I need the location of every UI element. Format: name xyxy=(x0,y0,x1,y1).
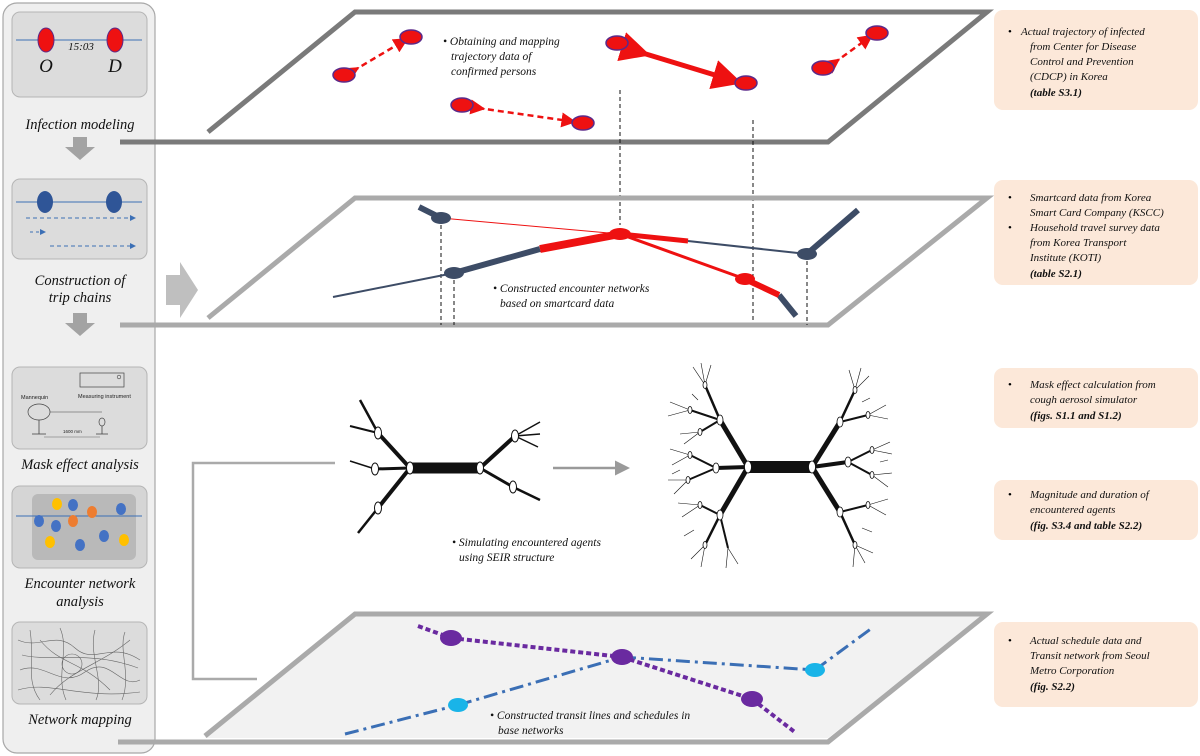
infection-trajectory-layer: • Obtaining and mapping trajectory data … xyxy=(120,9,995,325)
source-cdcp-line-3: Control and Prevention xyxy=(1030,56,1134,68)
source-mask-ref: (figs. S1.1 and S1.2) xyxy=(1030,410,1122,422)
encounter-note-1: • Constructed encounter networks xyxy=(493,283,650,295)
svg-text:•: • xyxy=(1008,489,1012,501)
source-cdcp-line-1: Actual trajectory of infected xyxy=(1020,26,1145,38)
source-cdcp-line-2: from Center for Disease xyxy=(1030,41,1136,53)
seir-note-2: using SEIR structure xyxy=(459,552,554,564)
svg-text:•: • xyxy=(1008,26,1012,38)
seir-simulation-layer: • Simulating encountered agents using SE… xyxy=(191,362,893,681)
transit-note-2: base networks xyxy=(498,725,564,737)
source-koti-line-3: Institute (KOTI) xyxy=(1029,252,1102,264)
distance-label: 1600 mm xyxy=(63,429,82,434)
workflow-sidebar: O D 15:03 Mannequin Measuring instrument xyxy=(2,2,156,754)
source-mask-line-2: cough aerosol simulator xyxy=(1030,394,1138,406)
source-smartcard-line-1: Smartcard data from Korea xyxy=(1030,192,1152,204)
step-label-infection-modeling: Infection modeling xyxy=(24,117,134,133)
source-metro-line-3: Metro Corporation xyxy=(1029,665,1115,677)
source-smartcard-ref: (table S2.1) xyxy=(1030,268,1082,280)
step-label-network-mapping: Network mapping xyxy=(27,712,132,728)
data-source-panels: • Actual trajectory of infected from Cen… xyxy=(994,10,1198,707)
instrument-label: Measuring instrument xyxy=(78,394,131,400)
agent-dots-icon xyxy=(11,485,148,569)
step-label-trip-chains-1: Construction of xyxy=(35,273,128,289)
source-box-cdcp xyxy=(994,10,1198,110)
source-cdcp-line-4: (CDCP) in Korea xyxy=(1030,71,1108,83)
mask-experiment-icon: Mannequin Measuring instrument 1600 mm xyxy=(11,366,148,450)
source-encounter-line-2: encountered agents xyxy=(1030,504,1115,516)
svg-text:•: • xyxy=(1008,222,1012,234)
source-encounter-ref: (fig. S3.4 and table S2.2) xyxy=(1030,520,1142,532)
svg-text:•: • xyxy=(1008,635,1012,647)
large-encounter-tree xyxy=(667,362,893,569)
seir-connector xyxy=(191,461,335,681)
od-trip-icon: O D 15:03 xyxy=(11,11,148,98)
source-cdcp-ref: (table S3.1) xyxy=(1030,87,1082,99)
origin-label: O xyxy=(39,56,53,77)
source-encounter-line-1: Magnitude and duration of xyxy=(1029,489,1151,501)
step-label-encounter-1: Encounter network xyxy=(24,576,136,592)
smartcard-encounter-layer: • Constructed encounter networks based o… xyxy=(120,195,995,328)
source-box-mask xyxy=(994,368,1198,428)
source-metro-line-1: Actual schedule data and xyxy=(1029,635,1142,647)
step-label-mask-effect: Mask effect analysis xyxy=(20,457,139,473)
destination-label: D xyxy=(107,56,122,77)
step-label-trip-chains-2: trip chains xyxy=(49,290,112,306)
transit-network-layer: • Constructed transit lines and schedule… xyxy=(118,611,995,745)
source-smartcard-line-2: Smart Card Company (KSCC) xyxy=(1030,207,1164,219)
down-arrow-icon xyxy=(65,313,95,336)
source-box-smartcard xyxy=(994,180,1198,285)
step-label-encounter-2: analysis xyxy=(56,594,104,610)
source-box-metro xyxy=(994,622,1198,707)
encounter-note-2: based on smartcard data xyxy=(500,298,615,310)
source-mask-line-1: Mask effect calculation from xyxy=(1029,379,1156,391)
source-metro-line-2: Transit network from Seoul xyxy=(1030,650,1150,662)
small-encounter-tree xyxy=(349,399,541,534)
source-koti-line-1: Household travel survey data xyxy=(1029,222,1160,234)
right-arrow-icon xyxy=(166,262,198,318)
infection-note-3: confirmed persons xyxy=(451,66,537,78)
mannequin-label: Mannequin xyxy=(21,395,48,401)
infection-note-2: trajectory data of xyxy=(451,51,533,63)
source-box-encounter xyxy=(994,480,1198,540)
source-koti-line-2: from Korea Transport xyxy=(1030,237,1127,249)
network-map-icon xyxy=(11,621,148,705)
down-arrow-icon xyxy=(65,137,95,160)
source-metro-ref: (fig. S2.2) xyxy=(1030,681,1075,693)
svg-text:•: • xyxy=(1008,192,1012,204)
trip-chain-icon xyxy=(11,178,148,260)
transit-note-1: • Constructed transit lines and schedule… xyxy=(490,710,690,722)
departure-time: 15:03 xyxy=(68,41,94,53)
seir-note-1: • Simulating encountered agents xyxy=(452,537,601,549)
svg-text:•: • xyxy=(1008,379,1012,391)
infection-note-1: • Obtaining and mapping xyxy=(443,36,560,48)
